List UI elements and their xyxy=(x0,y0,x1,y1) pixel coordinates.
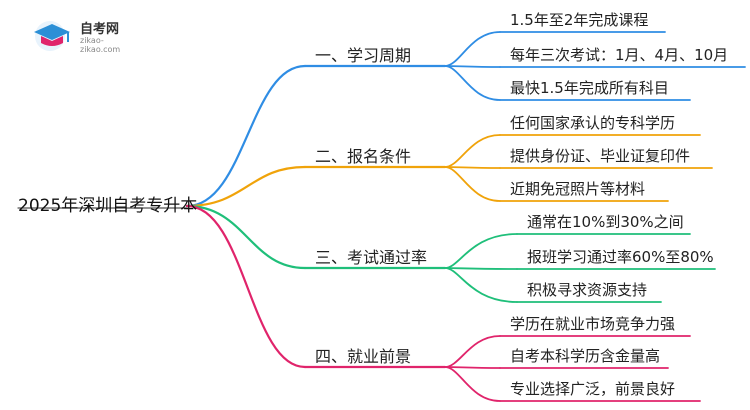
edge-branch-leaf-1-1 xyxy=(444,31,501,67)
edge-root-branch-4 xyxy=(185,204,307,369)
leaf-4-1: 学历在就业市场竞争力强 xyxy=(510,315,676,333)
leaf-1-3: 最快1.5年完成所有科目 xyxy=(510,79,669,97)
graduation-cap-icon xyxy=(34,21,70,51)
logo-name: 自考网 xyxy=(80,22,120,37)
edge-branch-leaf-4-2 xyxy=(444,366,501,369)
branch-requirements: 二、报名条件 xyxy=(315,147,412,166)
edge-root-branch-3 xyxy=(185,204,307,270)
branch-study-period: 一、学习周期 xyxy=(315,46,412,65)
logo-domain: zikao-zikao.com xyxy=(80,36,121,54)
leaf-2-2: 提供身份证、毕业证复印件 xyxy=(510,147,691,165)
edge-branch-leaf-2-2 xyxy=(444,166,501,169)
branch-pass-rate: 三、考试通过率 xyxy=(315,248,428,267)
site-logo[interactable]: 自考网 zikao-zikao.com xyxy=(30,14,140,54)
edge-branch-leaf-1-3 xyxy=(444,65,501,101)
leaf-2-1: 任何国家承认的专科学历 xyxy=(510,114,676,132)
leaf-3-3: 积极寻求资源支持 xyxy=(527,281,648,299)
branch-employment: 四、就业前景 xyxy=(315,347,412,366)
leaf-4-3: 专业选择广泛，前景良好 xyxy=(510,380,676,398)
edge-root-branch-2 xyxy=(185,165,307,208)
leaf-3-1: 通常在10%到30%之间 xyxy=(527,213,684,231)
edge-branch-leaf-4-3 xyxy=(444,366,501,402)
edge-branch-leaf-1-2 xyxy=(444,65,501,68)
leaf-3-2: 报班学习通过率60%至80% xyxy=(527,248,714,266)
root-node: 2025年深圳自考专升本 xyxy=(18,196,198,216)
edge-branch-leaf-2-3 xyxy=(444,166,501,202)
edge-branch-leaf-3-3 xyxy=(444,267,518,303)
leaf-2-3: 近期免冠照片等材料 xyxy=(510,180,646,198)
leaf-1-1: 1.5年至2年完成课程 xyxy=(510,11,649,29)
edge-branch-leaf-4-1 xyxy=(444,335,501,368)
edge-root-branch-1 xyxy=(185,64,307,208)
leaf-4-2: 自考本科学历含金量高 xyxy=(510,347,661,365)
leaf-1-2: 每年三次考试：1月、4月、10月 xyxy=(510,46,729,64)
edge-branch-leaf-3-2 xyxy=(444,267,518,270)
edge-branch-leaf-3-1 xyxy=(444,233,518,269)
edge-branch-leaf-2-1 xyxy=(444,134,501,168)
